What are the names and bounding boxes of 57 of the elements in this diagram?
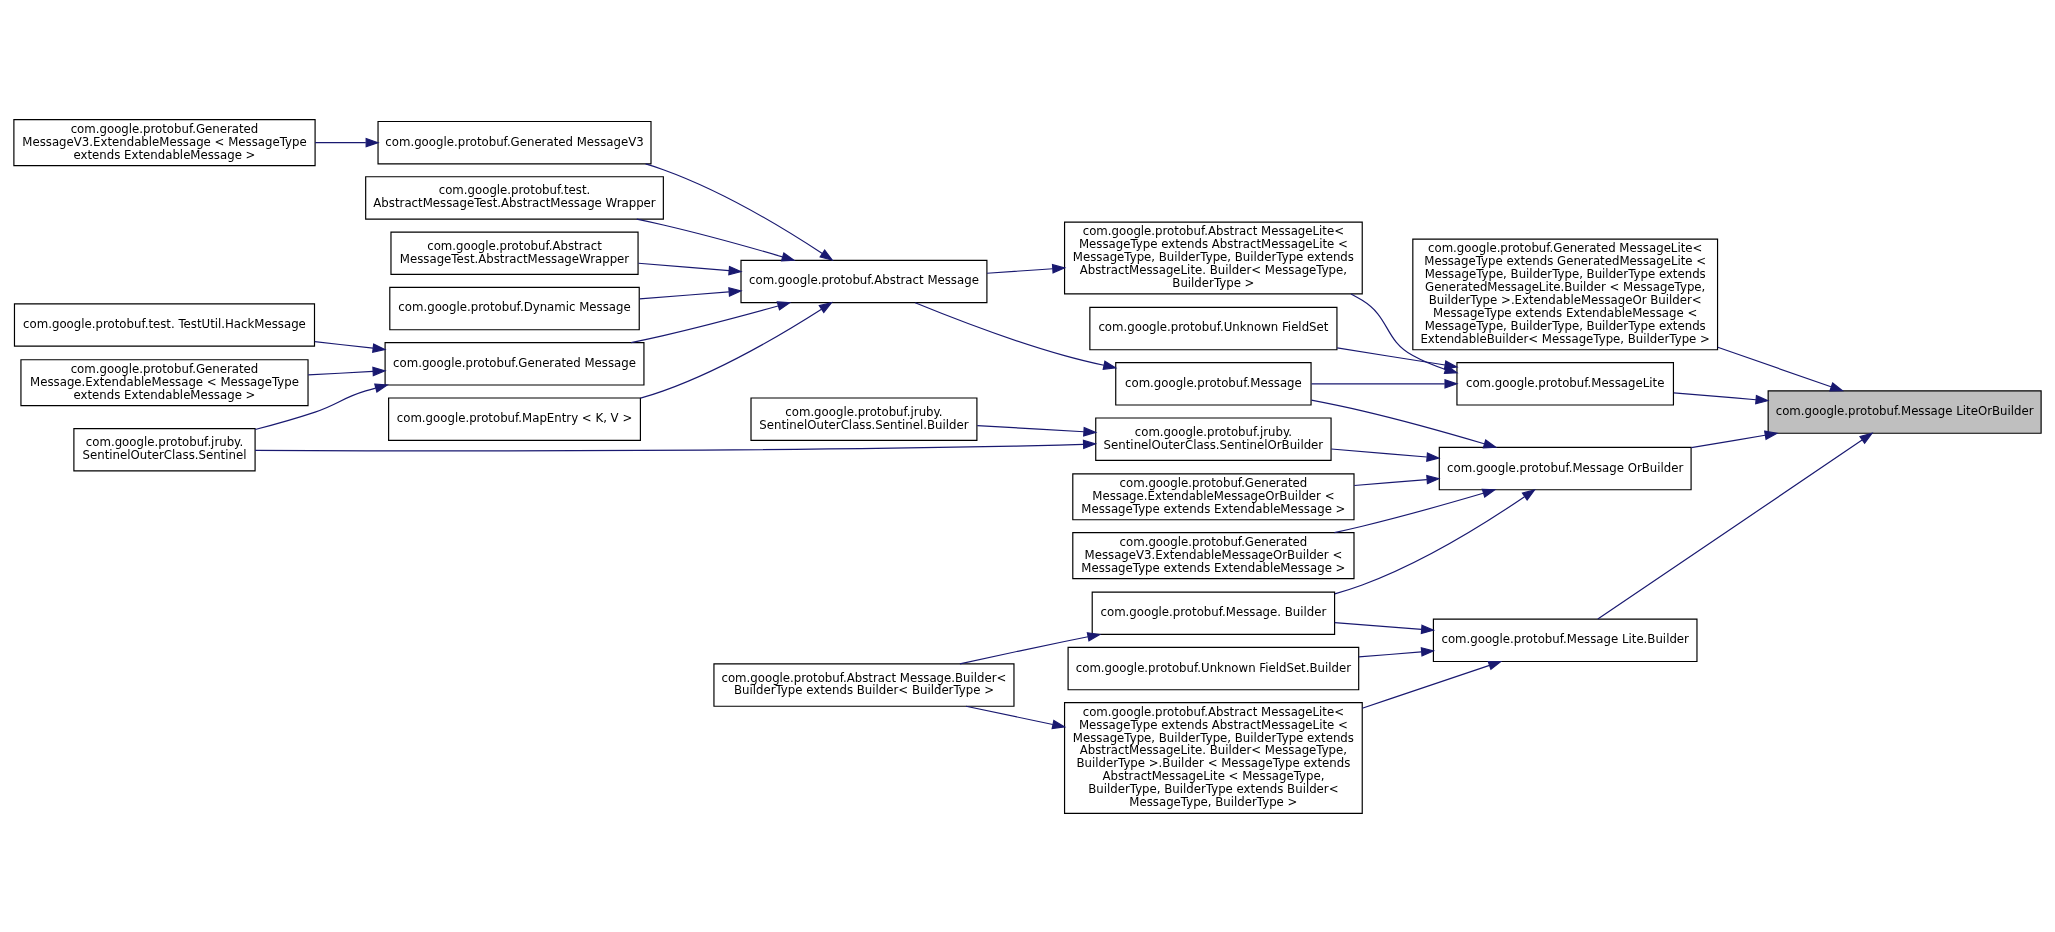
arrow: [307, 366, 387, 376]
arrow: [986, 263, 1067, 274]
node-box: com.google.protobuf.Abstract MessageLite< MessageType extends AbstractMessageLite < MessageType, BuilderType, BuilderType extends AbstractMessageLite. Builder< MessageType, BuilderType >: [1063, 221, 1363, 294]
arrow: [630, 300, 792, 343]
node-box: com.google.protobuf.Abstract Message: [740, 259, 988, 303]
arrow: [965, 705, 1067, 729]
arrow: [1597, 431, 1874, 620]
node-box: com.google.protobuf.Message. Builder: [1091, 591, 1336, 635]
node-box: com.google.protobuf.Abstract MessageTest.AbstractMessageWrapper: [390, 231, 639, 275]
arrow: [254, 438, 1098, 451]
node-box: com.google.protobuf.Generated Message.ExtendableMessageOrBuilder < MessageType extends ExtendableMessage >: [1072, 472, 1355, 520]
arrow: [914, 301, 1118, 370]
arrow: [637, 262, 743, 275]
node-box: com.google.protobuf.Abstract Message.Builder< BuilderType extends Builder< BuilderType >: [713, 662, 1015, 707]
arrow: [1330, 447, 1441, 462]
node-box: com.google.protobuf.Message Lite.Builder: [1432, 618, 1698, 662]
arrow: [1336, 346, 1459, 370]
arrow: [645, 162, 834, 261]
arrow: [1310, 399, 1498, 448]
node-box: com.google.protobuf.Generated MessageV3.ExtendableMessage < MessageType extends ExtendableMessage >: [13, 118, 316, 166]
node-box: com.google.protobuf.MessageLite: [1456, 361, 1675, 406]
node-box: com.google.protobuf.Abstract MessageLite< MessageType extends AbstractMessageLite < MessageType, BuilderType, BuilderType extends AbstractMessageLite. Builder< MessageType, BuilderType >.Builder < MessageType extends AbstractMessageLite < MessageType, BuilderType, BuilderType extends Builder< MessageType, BuilderType >: [1063, 701, 1363, 814]
node-box: com.google.protobuf.test. TestUtil.HackMessage: [13, 302, 316, 347]
arrow: [314, 137, 380, 148]
node-box: com.google.protobuf.Message: [1115, 361, 1312, 406]
node-box: com.google.protobuf.Unknown FieldSet.Builder: [1067, 646, 1360, 690]
node-box: com.google.protobuf.test. AbstractMessageTest.AbstractMessage Wrapper: [365, 175, 664, 220]
arrow: [1334, 621, 1436, 634]
node-box: com.google.protobuf.Generated MessageV3: [377, 120, 652, 164]
node-box: com.google.protobuf.Unknown FieldSet: [1089, 306, 1338, 350]
arrow: [1333, 488, 1497, 533]
arrow: [636, 218, 796, 261]
node-box: com.google.protobuf.MapEntry < K, V >: [388, 396, 641, 441]
arrow: [639, 301, 833, 399]
arrow: [959, 631, 1102, 664]
arrow: [1353, 474, 1441, 486]
arrow: [1717, 346, 1845, 391]
arrow: [314, 340, 387, 353]
node-box: com.google.protobuf.jruby. SentinelOuterClass.Sentinel: [73, 427, 256, 471]
node-box: com.google.protobuf.jruby. SentinelOuterClass.SentinelOrBuilder: [1095, 416, 1332, 461]
arrow: [254, 382, 389, 430]
arrow: [1334, 488, 1536, 594]
node-box: com.google.protobuf.Generated MessageLite< MessageType extends GeneratedMessageLite < MessageType, BuilderType, BuilderType extends GeneratedMessageLite.Builder < MessageType, BuilderType >.ExtendableMessageOr Builder< MessageType extends ExtendableMessage < MessageType, BuilderType, BuilderType extends ExtendableBuilder< MessageType, BuilderType >: [1412, 238, 1719, 350]
arrow: [1310, 378, 1459, 389]
node-box: com.google.protobuf.Message OrBuilder: [1438, 446, 1692, 490]
arrow: [1690, 429, 1779, 448]
node-box: com.google.protobuf.jruby. SentinelOuterClass.Sentinel.Builder: [750, 396, 978, 441]
arrow: [1673, 391, 1770, 405]
arrow: [639, 286, 743, 299]
arrow: [976, 424, 1098, 437]
node-box: com.google.protobuf.Generated MessageV3.ExtendableMessageOrBuilder < MessageType extends ExtendableMessage >: [1072, 531, 1355, 579]
node-box: com.google.protobuf.Dynamic Message: [389, 286, 640, 330]
arrow: [1361, 660, 1503, 709]
node-box: com.google.protobuf.Generated Message: [384, 341, 645, 386]
arrow: [1358, 646, 1436, 657]
node-box: com.google.protobuf.Message LiteOrBuilder: [1767, 389, 2042, 434]
node-box: com.google.protobuf.Generated Message.ExtendableMessage < MessageType extends ExtendableMessage >: [20, 358, 309, 406]
